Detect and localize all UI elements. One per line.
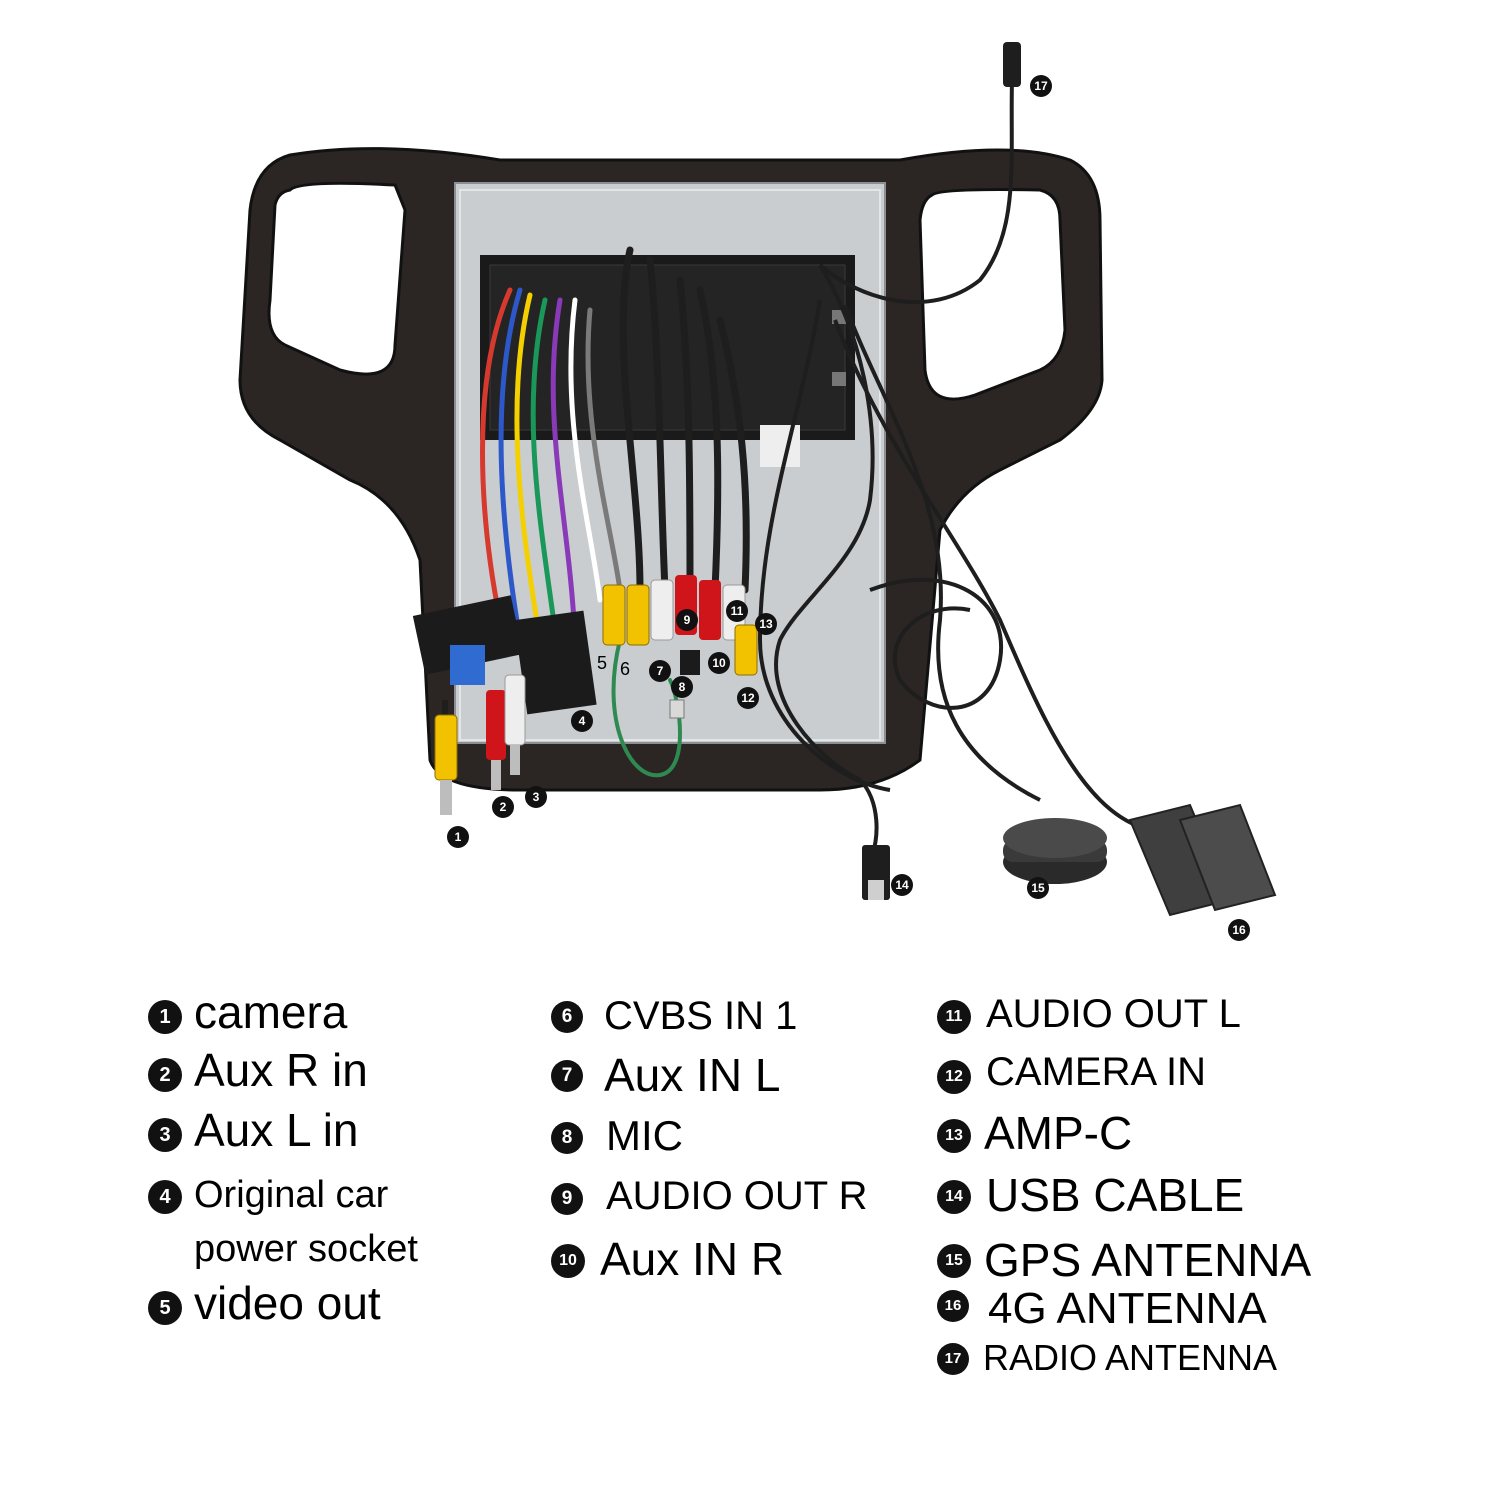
legend-label-amp-c: AMP-C (984, 1106, 1132, 1160)
callout-7: 7 (649, 660, 671, 682)
legend-number-5: 5 (148, 1291, 182, 1325)
legend-number-16: 16 (937, 1290, 969, 1322)
4g-antenna-pads (1130, 805, 1275, 915)
legend-number-4: 4 (148, 1180, 182, 1214)
legend-label-aux-in-r: Aux IN R (600, 1232, 784, 1286)
legend-label-camera: camera (194, 985, 347, 1039)
callout-6: 6 (614, 658, 636, 680)
legend-number-1: 1 (148, 1000, 182, 1034)
legend-number-11: 11 (937, 1000, 971, 1034)
gps-antenna-puck (1003, 818, 1107, 884)
legend-label-gps-antenna: GPS ANTENNA (984, 1233, 1311, 1287)
legend-label-power-socket: power socket (194, 1228, 418, 1271)
legend-number-17: 17 (937, 1343, 969, 1375)
legend-number-6: 6 (551, 1001, 583, 1033)
legend-label-usb-cable: USB CABLE (986, 1168, 1244, 1222)
legend-label-4g-antenna: 4G ANTENNA (988, 1284, 1267, 1334)
legend-label-camera-in: CAMERA IN (986, 1050, 1206, 1095)
legend-label-audio-out-l: AUDIO OUT L (986, 992, 1241, 1037)
radio-antenna-plug (1003, 42, 1021, 87)
legend-number-14: 14 (937, 1180, 971, 1214)
legend-label-aux-l-in: Aux L in (194, 1103, 359, 1157)
legend-number-15: 15 (937, 1244, 971, 1278)
callout-13: 13 (755, 613, 777, 635)
legend-label-aux-in-l: Aux IN L (604, 1048, 780, 1102)
legend-label-radio-antenna: RADIO ANTENNA (983, 1337, 1277, 1379)
callout-5: 5 (591, 652, 613, 674)
callout-14: 14 (891, 874, 913, 896)
legend-label-mic: MIC (606, 1112, 683, 1160)
callout-12: 12 (737, 687, 759, 709)
legend-label-cvbs-in-1: CVBS IN 1 (604, 994, 797, 1039)
callout-16: 16 (1228, 919, 1250, 941)
rca-camera-plug (435, 700, 457, 815)
callout-4: 4 (571, 710, 593, 732)
callout-10: 10 (708, 652, 730, 674)
legend-number-3: 3 (148, 1118, 182, 1152)
legend-number-10: 10 (551, 1244, 585, 1278)
callout-15: 15 (1027, 877, 1049, 899)
callout-17: 17 (1030, 75, 1052, 97)
legend-label-original-car: Original car (194, 1174, 388, 1217)
legend-label-aux-r-in: Aux R in (194, 1043, 368, 1097)
head-unit-photo (0, 0, 1500, 960)
legend-number-9: 9 (551, 1183, 583, 1215)
legend-number-13: 13 (937, 1119, 971, 1153)
legend-number-12: 12 (937, 1060, 971, 1094)
legend-label-video-out: video out (194, 1276, 381, 1330)
callout-1: 1 (447, 826, 469, 848)
usb-plug (862, 845, 890, 900)
callout-2: 2 (492, 796, 514, 818)
legend-number-8: 8 (551, 1122, 583, 1154)
callout-9: 9 (676, 609, 698, 631)
legend-number-2: 2 (148, 1058, 182, 1092)
callout-8: 8 (671, 676, 693, 698)
callout-11: 11 (726, 600, 748, 622)
legend-label-audio-out-r: AUDIO OUT R (606, 1174, 868, 1219)
legend-number-7: 7 (551, 1060, 583, 1092)
callout-3: 3 (525, 786, 547, 808)
